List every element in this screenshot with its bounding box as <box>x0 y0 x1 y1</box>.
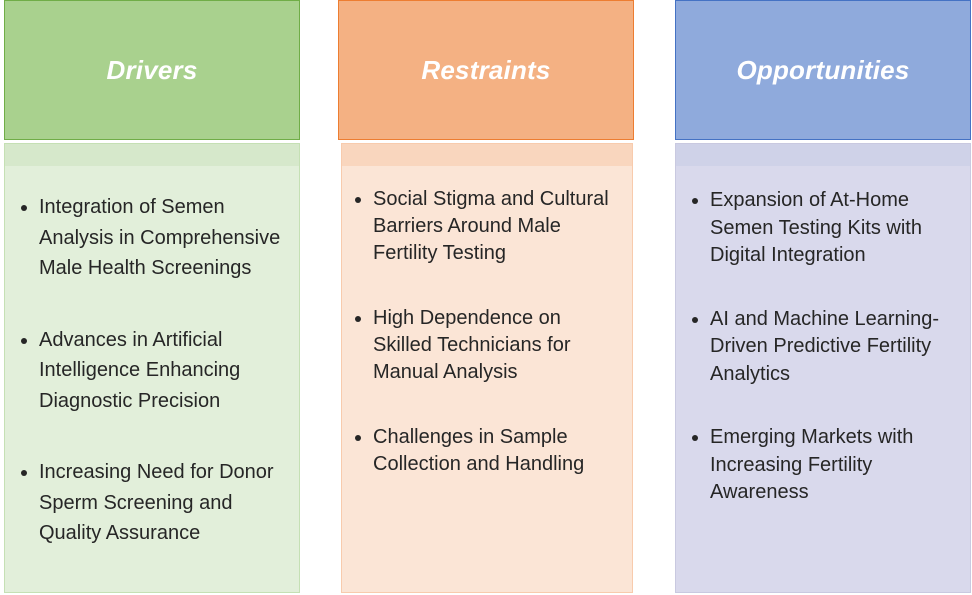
restraints-list: Social Stigma and Cultural Barriers Arou… <box>355 186 622 516</box>
drivers-panel-strip <box>5 144 299 166</box>
opportunities-item: AI and Machine Learning-Driven Predictiv… <box>692 306 960 389</box>
drivers-header: Drivers <box>4 0 300 140</box>
opportunities-list: Expansion of At-Home Semen Testing Kits … <box>692 187 960 543</box>
restraints-panel: Social Stigma and Cultural Barriers Arou… <box>341 143 633 593</box>
drivers-title: Drivers <box>106 54 198 85</box>
drivers-panel: Integration of Semen Analysis in Compreh… <box>4 143 300 593</box>
restraints-title: Restraints <box>421 54 551 85</box>
opportunities-panel-strip <box>676 144 970 166</box>
opportunities-panel: Expansion of At-Home Semen Testing Kits … <box>675 143 971 593</box>
opportunities-item: Emerging Markets with Increasing Fertili… <box>692 424 960 507</box>
restraints-header: Restraints <box>338 0 634 140</box>
restraints-item: Social Stigma and Cultural Barriers Arou… <box>355 186 622 267</box>
restraints-panel-strip <box>342 144 632 166</box>
opportunities-item: Expansion of At-Home Semen Testing Kits … <box>692 187 960 270</box>
drivers-item: Increasing Need for Donor Sperm Screenin… <box>21 457 289 549</box>
restraints-item: Challenges in Sample Collection and Hand… <box>355 424 622 478</box>
drivers-item: Advances in Artificial Intelligence Enha… <box>21 325 289 417</box>
drivers-item: Integration of Semen Analysis in Compreh… <box>21 192 289 284</box>
drivers-list: Integration of Semen Analysis in Compreh… <box>21 192 289 590</box>
opportunities-title: Opportunities <box>736 54 910 85</box>
restraints-item: High Dependence on Skilled Technicians f… <box>355 305 622 386</box>
opportunities-header: Opportunities <box>675 0 971 140</box>
